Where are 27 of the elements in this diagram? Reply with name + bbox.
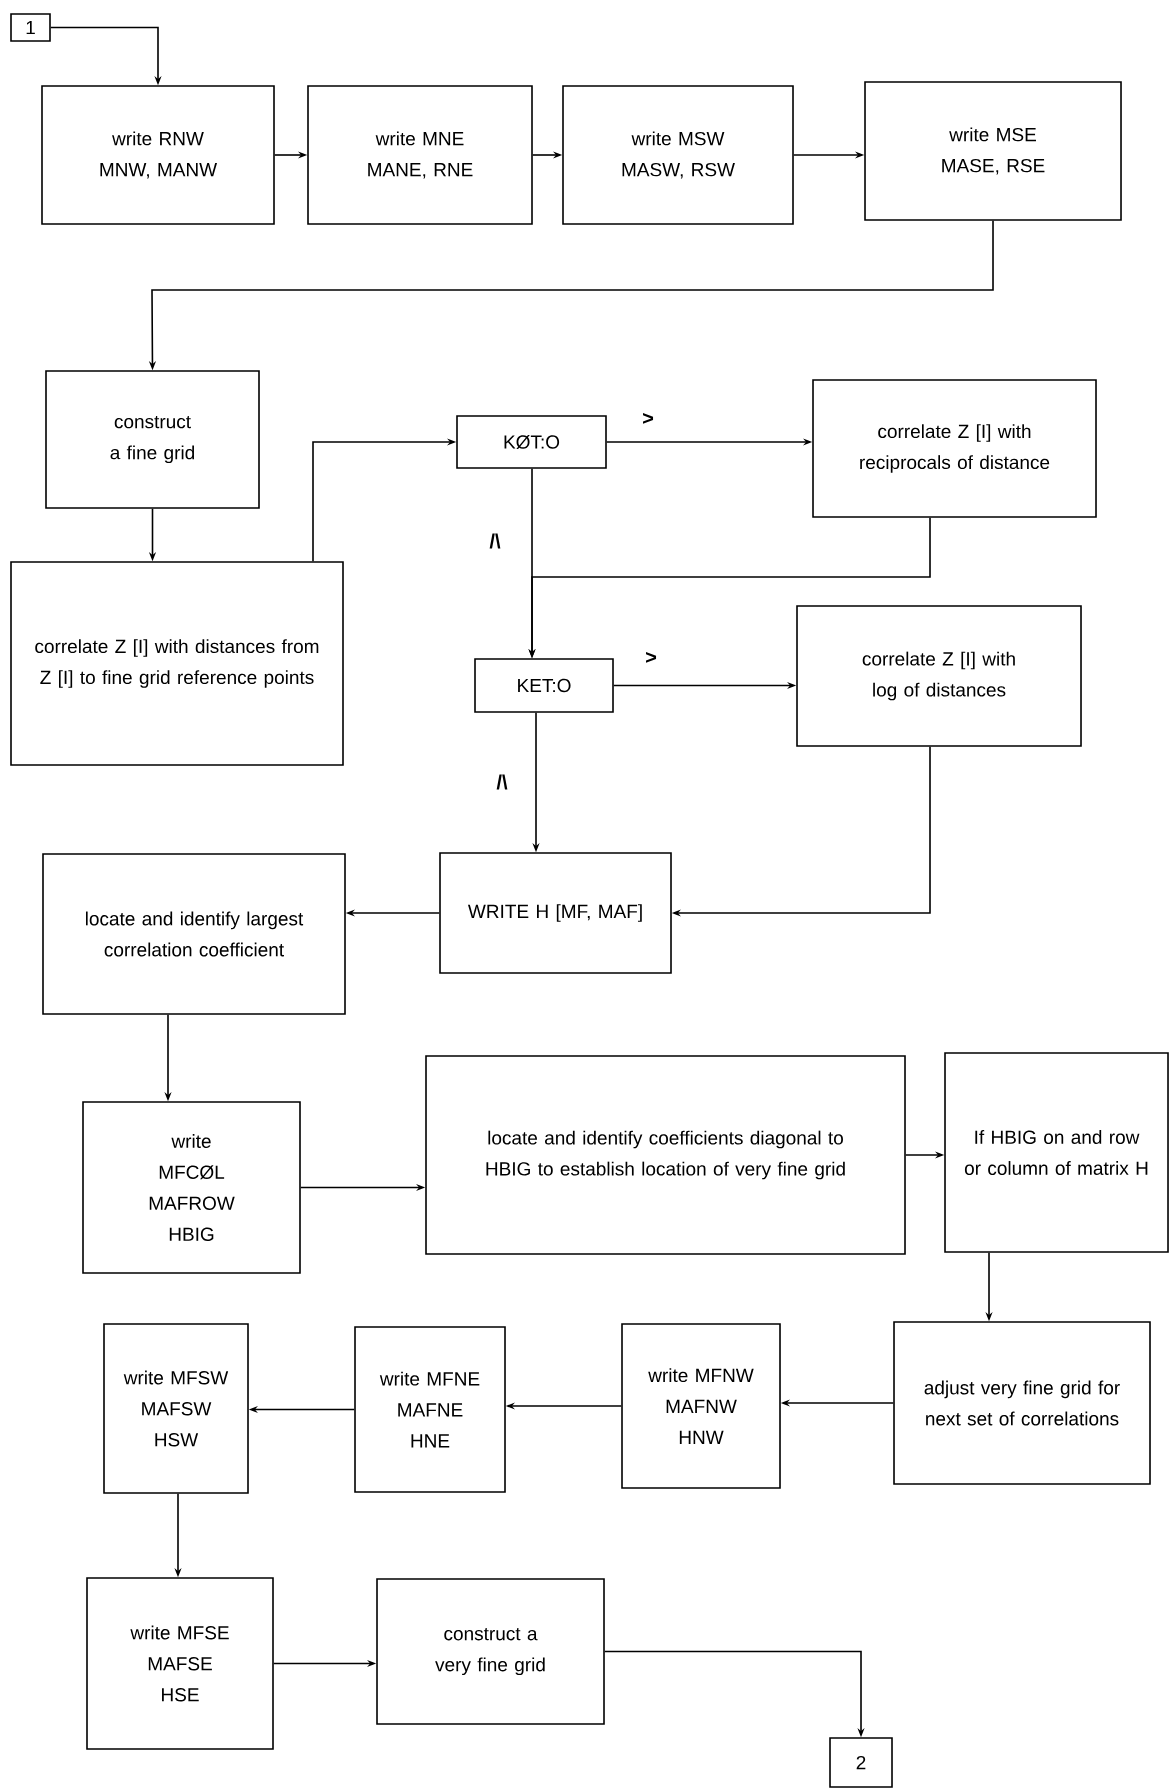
process-box: correlate Z [I] with log of distances [796,605,1082,747]
connector-box: 2 [829,1737,893,1788]
process-box: correlate Z [I] with reciprocals of distance [812,379,1097,518]
process-box: write MSW MASW, RSW [562,85,794,225]
process-box: write MFNW MAFNW HNW [621,1323,781,1489]
edge-label: /\ [488,532,502,550]
process-box: write MNE MANE, RNE [307,85,533,225]
edge-label: /\ [495,773,509,791]
process-box: locate and identify coefficients diagonal to HBIG to establish location of very fine grid [425,1055,906,1255]
process-box: WRITE H [MF, MAF] [439,852,672,974]
connector-box: 1 [10,13,51,42]
process-box: write MFSW MAFSW HSW [103,1323,249,1494]
process-box: write MFSE MAFSE HSE [86,1577,274,1750]
process-box: write RNW MNW, MANW [41,85,275,225]
process-box: construct a very fine grid [376,1578,605,1725]
edge-label: > [641,412,655,426]
process-box: construct a fine grid [45,370,260,509]
edge-label: > [644,651,658,665]
process-box: adjust very fine grid for next set of correlations [893,1321,1151,1485]
process-box: write MFNE MAFNE HNE [354,1326,506,1493]
decision-box: KØT:O [456,415,607,469]
decision-box: KET:O [474,658,614,713]
process-box: write MFCØL MAFROW HBIG [82,1101,301,1274]
process-box: correlate Z [I] with distances from Z [I] to fine grid reference points [10,561,344,766]
process-box: write MSE MASE, RSE [864,81,1122,221]
process-box: locate and identify largest correlation coefficient [42,853,346,1015]
process-box: If HBIG on and row or column of matrix H [944,1052,1169,1253]
